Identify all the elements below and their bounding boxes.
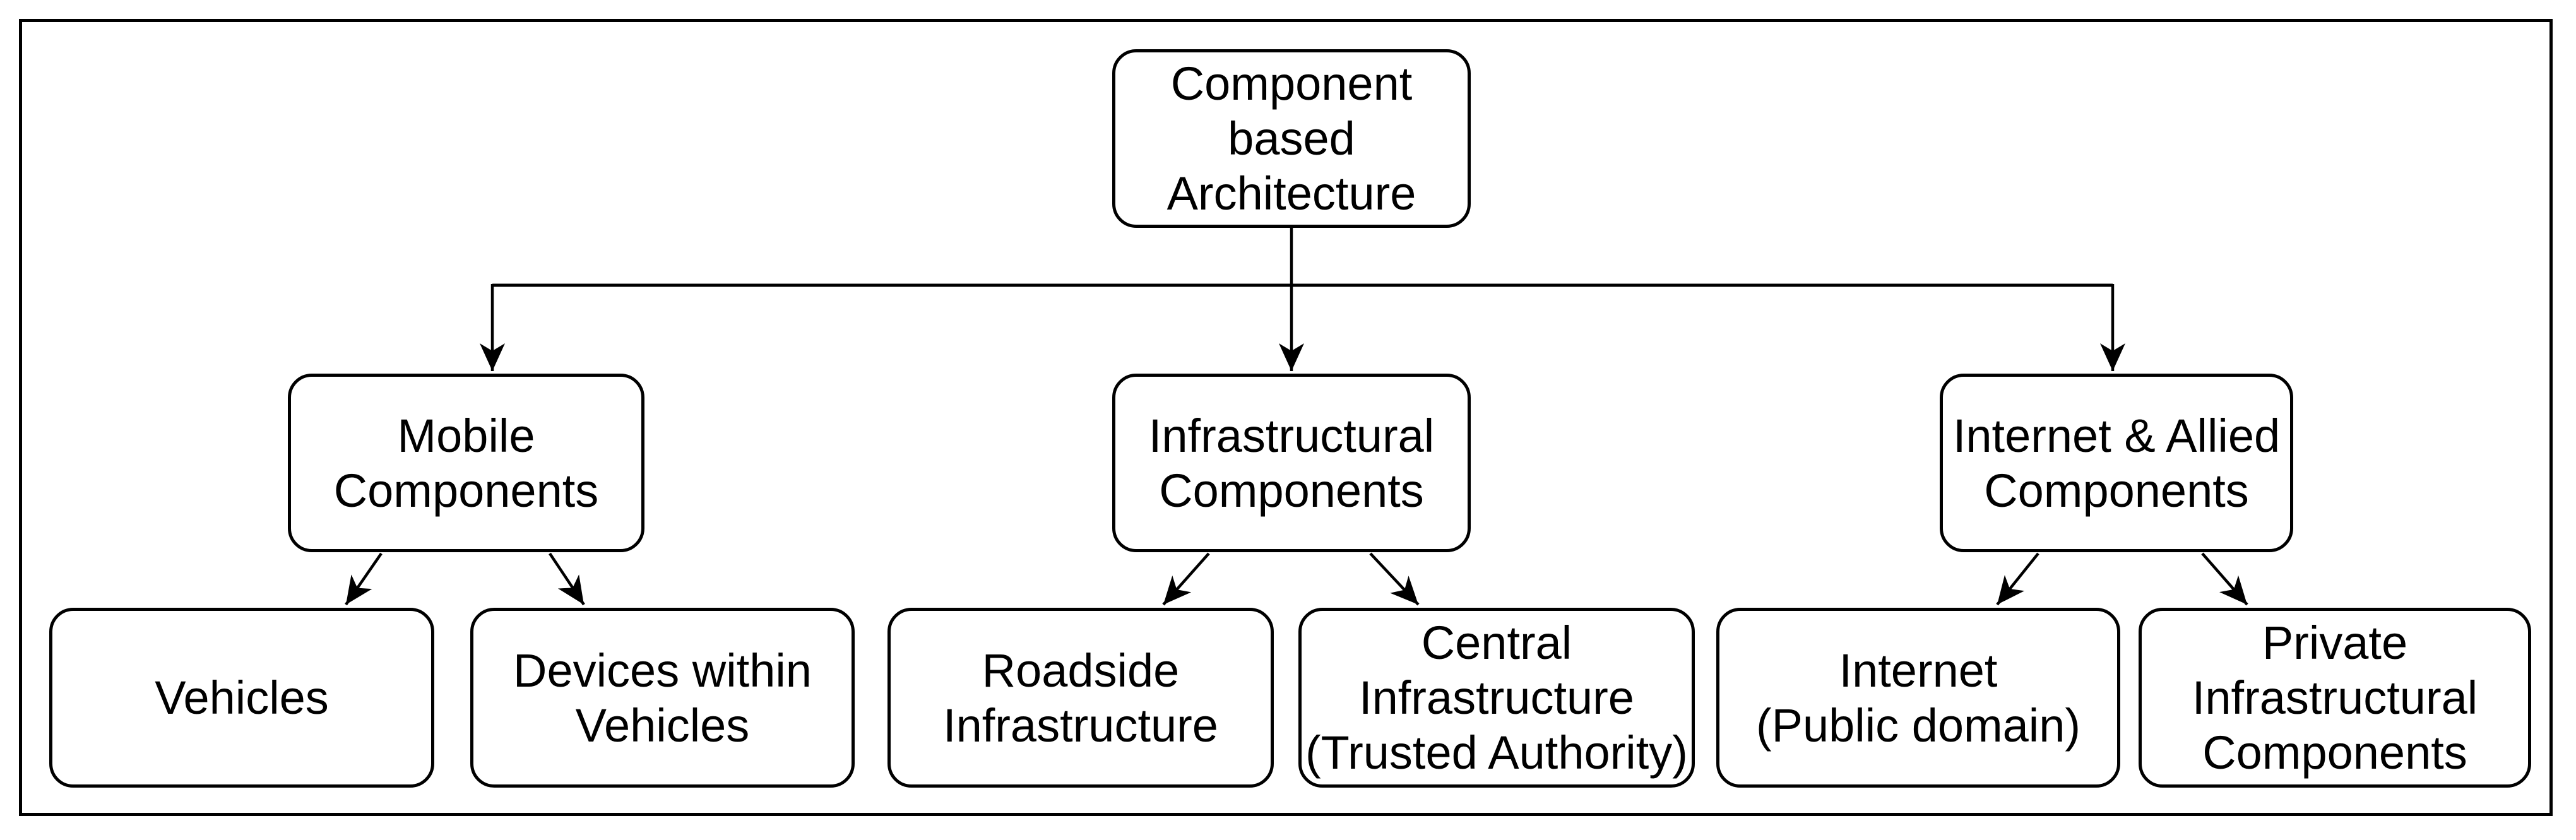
node-label: Vehicles: [155, 671, 329, 724]
node-infrastructural-components: Infrastructural Components: [1112, 374, 1471, 552]
node-mobile-components: Mobile Components: [288, 374, 644, 552]
node-label: Component based Architecture: [1166, 57, 1416, 220]
node-label: Mobile Components: [333, 409, 599, 517]
node-internet-public-domain: Internet (Public domain): [1716, 608, 2120, 788]
node-label: Internet & Allied Components: [1952, 409, 2281, 517]
node-roadside-infrastructure: Roadside Infrastructure: [887, 608, 1274, 788]
node-internet-allied-components: Internet & Allied Components: [1940, 374, 2293, 552]
node-label: Infrastructural Components: [1148, 409, 1435, 517]
node-label: Central Infrastructure (Trusted Authorit…: [1305, 617, 1688, 779]
node-vehicles: Vehicles: [49, 608, 434, 788]
node-label: Devices within Vehicles: [513, 644, 812, 752]
node-label: Roadside Infrastructure: [943, 644, 1218, 752]
node-component-based-architecture: Component based Architecture: [1112, 49, 1471, 228]
diagram-border: [19, 19, 2553, 816]
node-label: Private Infrastructural Components: [2192, 617, 2478, 779]
node-devices-within-vehicles: Devices within Vehicles: [470, 608, 855, 788]
node-private-infrastructural-components: Private Infrastructural Components: [2139, 608, 2531, 788]
node-central-infrastructure-trusted-authority: Central Infrastructure (Trusted Authorit…: [1298, 608, 1695, 788]
node-label: Internet (Public domain): [1755, 644, 2081, 752]
